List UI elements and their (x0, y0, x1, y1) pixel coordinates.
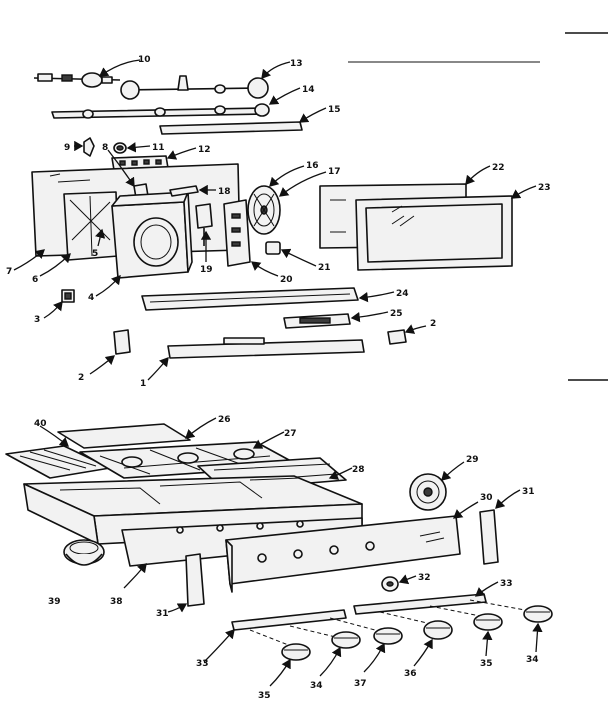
callout-19: 19 (200, 265, 213, 275)
part-31-side-trim-right (479, 489, 521, 565)
alignment-line-a (249, 629, 297, 649)
callout-37: 37 (354, 679, 367, 689)
part-2-end-cap-left (89, 329, 131, 375)
callout-35-right: 35 (480, 659, 493, 669)
callout-27: 27 (284, 429, 297, 439)
callout-31-right: 31 (522, 487, 535, 497)
part-32-small-knob (381, 574, 417, 592)
part-37-knob (363, 627, 403, 673)
callout-38: 38 (110, 597, 123, 607)
callout-2-left: 2 (78, 373, 84, 383)
callout-4: 4 (88, 293, 94, 303)
callout-11: 11 (152, 143, 165, 153)
part-36-knob (413, 620, 453, 667)
callout-29: 29 (466, 455, 479, 465)
part-2-end-cap-right (387, 324, 427, 345)
callout-40: 40 (34, 419, 47, 429)
callout-9: 9 (64, 143, 70, 153)
part-35-knob-left (269, 643, 311, 687)
callout-32: 32 (418, 573, 431, 583)
callout-20: 20 (280, 275, 293, 285)
callout-13: 13 (290, 59, 303, 69)
callout-10: 10 (138, 55, 151, 65)
part-20-bracket (250, 261, 279, 277)
part-18-latch (169, 184, 216, 197)
callout-17: 17 (328, 167, 341, 177)
part-5-divider (95, 228, 106, 247)
part-17-fan-wheel (247, 171, 327, 235)
part-33-trim-strip-left (203, 609, 347, 663)
part-9-small-fitting (74, 137, 95, 157)
part-1-front-rail (147, 337, 365, 381)
callout-22: 22 (492, 163, 505, 173)
part-21-block (265, 241, 317, 267)
callout-34-right: 34 (526, 655, 539, 665)
part-16-side-panel (223, 165, 305, 267)
part-10-electrode-assembly (33, 59, 141, 88)
callout-21: 21 (318, 263, 331, 273)
part-13-burner-valve-assembly (120, 61, 291, 100)
part-39-drip-cup (63, 539, 105, 566)
callout-14: 14 (302, 85, 315, 95)
callout-34-left: 34 (310, 681, 323, 691)
callout-31-left: 31 (156, 609, 169, 619)
callout-12: 12 (198, 145, 211, 155)
part-11-knob-insert (113, 142, 151, 154)
callout-2-right: 2 (430, 319, 436, 329)
part-34-knob-right (523, 605, 553, 653)
callout-18: 18 (218, 187, 231, 197)
callout-25: 25 (390, 309, 403, 319)
part-14-manifold-pipe (51, 87, 301, 119)
callout-5: 5 (92, 249, 98, 259)
part-19-switch (195, 203, 213, 262)
callout-3: 3 (34, 315, 40, 325)
part-24-long-rail (141, 287, 395, 311)
part-34-knob-left (319, 631, 361, 677)
part-38-range-body (23, 475, 363, 589)
part-26-griddle-cover (57, 417, 217, 449)
callout-39: 39 (48, 597, 61, 607)
callout-33-right: 33 (500, 579, 513, 589)
part-33-trim-strip-right (353, 581, 499, 615)
callout-1: 1 (140, 379, 146, 389)
part-23-door-frame (355, 185, 537, 271)
callout-8: 8 (102, 143, 108, 153)
callout-7: 7 (6, 267, 12, 277)
callout-33-left: 33 (196, 659, 209, 669)
callout-26: 26 (218, 415, 231, 425)
part-15-rod (159, 107, 327, 135)
part-31-side-trim-left (167, 553, 205, 613)
part-35-knob-right (473, 613, 503, 657)
part-30-control-panel (225, 501, 479, 593)
callout-24: 24 (396, 289, 409, 299)
callout-15: 15 (328, 105, 341, 115)
part-4-oven-box (95, 191, 193, 297)
callout-6: 6 (32, 275, 38, 285)
callout-16: 16 (306, 161, 319, 171)
callout-30: 30 (480, 493, 493, 503)
callout-23: 23 (538, 183, 551, 193)
part-29-knob (409, 461, 465, 511)
part-3-clip (43, 289, 75, 319)
callout-36: 36 (404, 669, 417, 679)
callout-35-left: 35 (258, 691, 271, 701)
part-25-control-bar (283, 311, 389, 329)
callout-28: 28 (352, 465, 365, 475)
